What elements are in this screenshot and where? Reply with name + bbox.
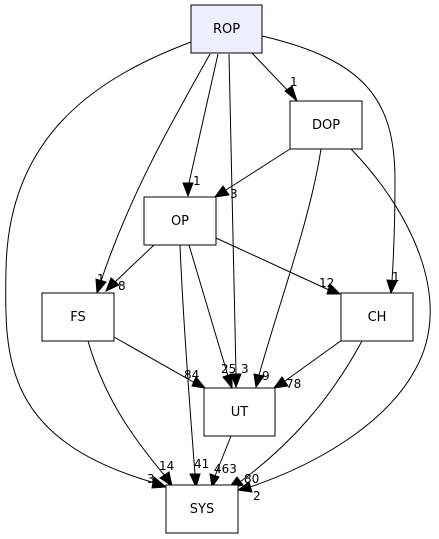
edge-rop-sys: 3 bbox=[5, 41, 192, 489]
edge-label-fs-sys: 14 bbox=[159, 459, 174, 473]
edge-rop-fs: 1 bbox=[95, 53, 211, 295]
edge-ch-ut: 78 bbox=[272, 339, 343, 391]
edge-rop-dop: 1 bbox=[251, 52, 299, 103]
edge-label-rop-ut: 3 bbox=[241, 362, 249, 376]
edge-op-ut: 25 bbox=[188, 244, 236, 390]
edge-op-sys: 41 bbox=[179, 244, 209, 489]
edge-label-ch-sys: 80 bbox=[244, 472, 259, 486]
node-rop-label: ROP bbox=[213, 22, 240, 37]
edge-fs-sys: 14 bbox=[87, 340, 174, 488]
node-rop[interactable]: ROP bbox=[190, 4, 263, 54]
edge-label-dop-sys: 2 bbox=[253, 489, 261, 503]
node-ch[interactable]: CH bbox=[340, 292, 414, 342]
edge-label-ch-ut: 78 bbox=[286, 377, 301, 391]
edge-label-fs-ut: 84 bbox=[184, 368, 199, 382]
node-sys[interactable]: SYS bbox=[165, 484, 239, 534]
edge-label-ut-sys: 463 bbox=[214, 462, 237, 476]
edge-rop-ch: 1 bbox=[261, 35, 400, 295]
edge-dop-sys: 2 bbox=[236, 148, 431, 503]
node-dop[interactable]: DOP bbox=[289, 100, 363, 150]
node-dop-label: DOP bbox=[312, 118, 340, 133]
edge-label-rop-dop: 1 bbox=[290, 75, 298, 89]
edge-fs-ut: 84 bbox=[113, 336, 207, 389]
edge-op-ch: 12 bbox=[215, 237, 342, 295]
node-sys-label: SYS bbox=[190, 502, 214, 517]
node-fs[interactable]: FS bbox=[41, 292, 115, 342]
edge-label-dop-ut: 9 bbox=[262, 369, 270, 383]
edge-op-fs: 8 bbox=[105, 244, 155, 293]
edge-label-rop-ch: 1 bbox=[392, 270, 400, 284]
node-ch-label: CH bbox=[368, 310, 387, 325]
node-op[interactable]: OP bbox=[143, 196, 217, 246]
edge-label-op-ut: 25 bbox=[221, 362, 236, 376]
edge-ch-sys: 80 bbox=[227, 340, 363, 489]
edge-dop-ut: 9 bbox=[253, 148, 322, 389]
node-ut[interactable]: UT bbox=[203, 387, 276, 437]
edge-label-rop-sys: 3 bbox=[147, 472, 155, 486]
node-fs-label: FS bbox=[70, 310, 86, 325]
edge-rop-ut: 3 bbox=[228, 53, 249, 389]
edge-label-rop-op: 1 bbox=[193, 174, 201, 188]
edge-dop-op: 3 bbox=[213, 148, 291, 201]
edge-ut-sys: 463 bbox=[209, 435, 237, 489]
edge-label-rop-fs: 1 bbox=[97, 272, 105, 286]
edge-rop-op: 1 bbox=[182, 53, 219, 198]
edge-label-dop-op: 3 bbox=[230, 187, 238, 201]
node-ut-label: UT bbox=[231, 405, 249, 420]
edge-label-op-ch: 12 bbox=[319, 276, 334, 290]
edge-label-op-sys: 41 bbox=[194, 457, 209, 471]
node-op-label: OP bbox=[171, 214, 189, 229]
edge-label-op-fs: 8 bbox=[118, 279, 126, 293]
